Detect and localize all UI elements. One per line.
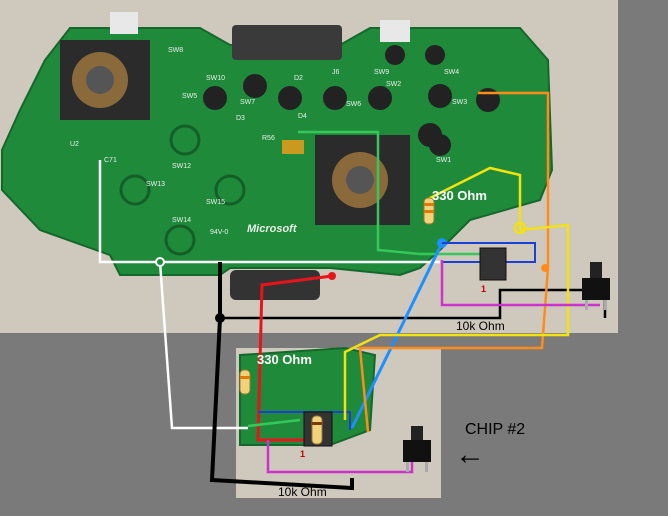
tantalum-cap — [282, 140, 304, 154]
wire-navy-chip2 — [258, 411, 351, 430]
label-10k-ohm-bottom: 10k Ohm — [278, 485, 327, 499]
label-pin1-bottom: 1 — [300, 449, 305, 459]
pcb-microsoft-logo: Microsoft — [247, 223, 298, 235]
label-10k-ohm-top: 10k Ohm — [456, 319, 505, 333]
resistor-330-bottom — [239, 369, 251, 395]
pcb-v0: 94V-0 — [210, 229, 228, 236]
wire-yellow-main — [343, 223, 570, 420]
pcb-u2: U2 — [70, 141, 79, 148]
left-thumbstick — [60, 40, 150, 120]
wire-red-junction — [328, 272, 336, 280]
wire-black-junction — [215, 313, 225, 323]
pcb-d3: D3 — [236, 115, 245, 122]
wire-orange — [358, 91, 550, 433]
pcb-sw5: SW5 — [182, 93, 197, 100]
chip2-pcb — [239, 346, 377, 446]
right-thumbstick — [315, 135, 410, 225]
tactile-switch-bottom — [403, 426, 431, 472]
pcb-sw6: SW6 — [346, 101, 361, 108]
pcb-sw10: SW10 — [206, 75, 225, 82]
pcb-sw8: SW8 — [168, 47, 183, 54]
trigger-clip-left — [110, 12, 138, 34]
bottom-connector — [230, 270, 320, 300]
top-connector — [232, 25, 342, 60]
resistor-10k-bottom — [311, 415, 323, 445]
dpad-rings — [119, 124, 246, 256]
pcb-j6: J6 — [332, 69, 340, 76]
button-pads — [203, 45, 500, 156]
arrow-icon: ← — [455, 438, 485, 471]
pcb-sw9: SW9 — [374, 69, 389, 76]
wire-green-chip2 — [247, 418, 301, 428]
pcb-sw12: SW12 — [172, 163, 191, 170]
wire-green — [298, 130, 480, 256]
resistor-330-top — [423, 197, 435, 225]
tactile-switch-top — [582, 262, 610, 310]
pcb-sw1: SW1 — [436, 157, 451, 164]
pcb-sw2: SW2 — [386, 81, 401, 88]
pcb-d2: D2 — [294, 75, 303, 82]
wire-yellow-junction — [513, 221, 527, 235]
wire-white-junction — [155, 257, 165, 267]
wire-orange-junction — [541, 264, 549, 272]
pcb-d4: D4 — [298, 113, 307, 120]
pcb-sw7: SW7 — [240, 99, 255, 106]
pcb-r56: R56 — [262, 135, 275, 142]
label-pin1-top: 1 — [481, 284, 486, 294]
wire-black — [209, 262, 354, 491]
label-330-ohm-bottom: 330 Ohm — [257, 352, 312, 367]
trigger-clip-right — [380, 20, 410, 42]
label-330-ohm-top: 330 Ohm — [432, 188, 487, 203]
wire-red — [256, 274, 333, 442]
label-chip2: CHIP #2 — [465, 421, 525, 438]
pcb-sw4: SW4 — [444, 69, 459, 76]
wire-magenta-chip2 — [266, 440, 414, 474]
pcb-sw13: SW13 — [146, 181, 165, 188]
pcb-c71: C71 — [104, 157, 117, 164]
pcb-sw3: SW3 — [452, 99, 467, 106]
pcb-sw15: SW15 — [206, 199, 225, 206]
pcb-sw14: SW14 — [172, 217, 191, 224]
chip1-ic — [479, 247, 507, 281]
